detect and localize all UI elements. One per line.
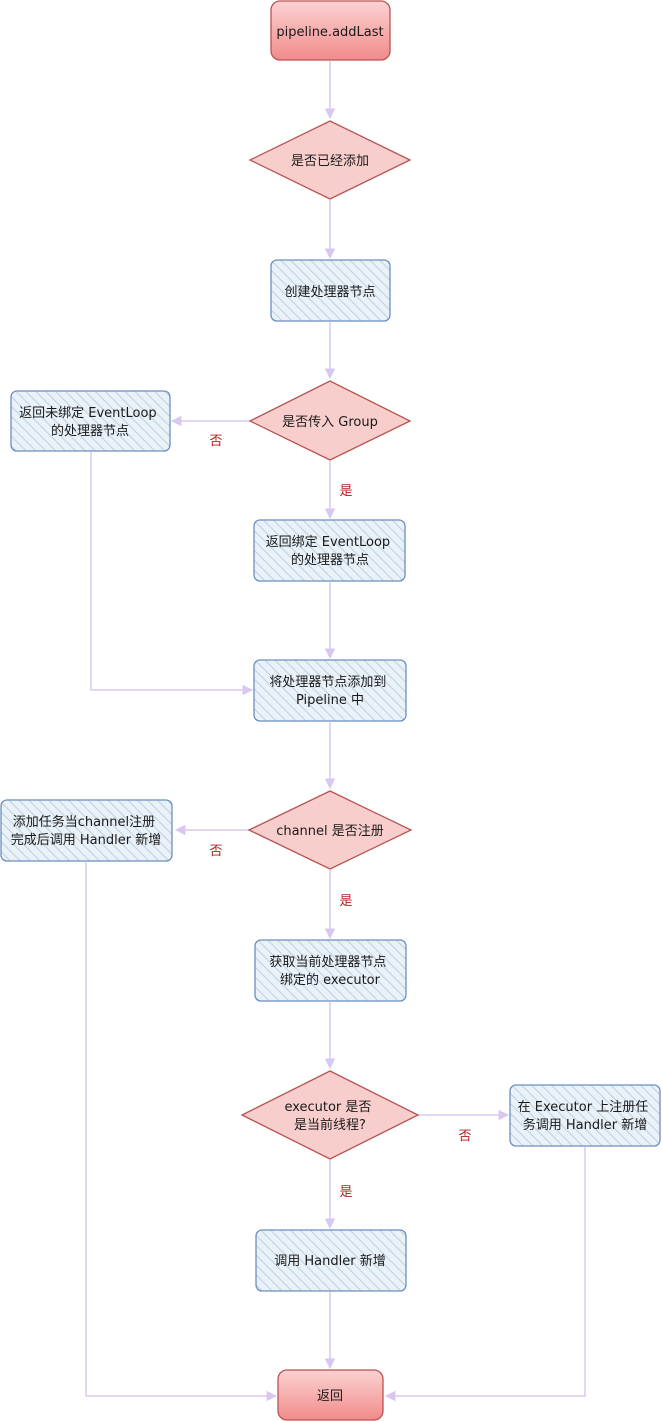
node-start-line: pipeline.addLast [276, 25, 383, 40]
node-get-executor-line-2: 绑定的 executor [280, 972, 381, 988]
node-end-line: 返回 [317, 1389, 343, 1404]
svg-text:channel 是否注册: channel 是否注册 [276, 824, 384, 839]
node-register-on-executor-line-2: 务调用 Handler 新增 [523, 1117, 647, 1133]
node-channel-registered: channel 是否注册 [247, 790, 413, 870]
edge-label-channel-yes: 是 [339, 894, 352, 909]
edge-label-group-no: 否 [209, 434, 222, 449]
node-return-bound: 返回绑定 EventLoop 的处理器节点 [253, 519, 406, 582]
svg-text:创建处理器节点: 创建处理器节点 [284, 285, 375, 300]
node-end: 返回 [277, 1369, 384, 1421]
node-register-on-executor: 在 Executor 上注册任 务调用 Handler 新增 [509, 1084, 661, 1147]
edge-add-task-to-end [85, 862, 278, 1402]
node-add-task-line-1: 添加任务当channel注册 [13, 814, 155, 830]
node-add-to-pipeline: 将处理器节点添加到 Pipeline 中 [253, 659, 407, 722]
node-is-current-thread-line-1: executor 是否 [284, 1100, 371, 1115]
svg-text:executor 是否 是当前线程?: executor 是否 是当前线程? [284, 1100, 375, 1133]
node-add-task: 添加任务当channel注册 完成后调用 Handler 新增 [0, 799, 173, 862]
svg-text:获取当前处理器节点 绑定的 executor: 获取当前处理器节点 绑定的 executor [269, 954, 390, 988]
node-register-on-executor-line-1: 在 Executor 上注册任 [518, 1100, 649, 1115]
svg-text:添加任务当channel注册 完成后调用 Han: 添加任务当channel注册 完成后调用 Handler 新增 [11, 814, 161, 848]
edge-label-channel-no: 否 [209, 844, 222, 859]
node-return-bound-line-1: 返回绑定 EventLoop [266, 535, 391, 550]
node-group-passed-line: 是否传入 Group [282, 415, 378, 430]
node-get-executor-line-1: 获取当前处理器节点 [269, 954, 386, 970]
node-return-unbound: 返回未绑定 EventLoop 的处理器节点 [10, 390, 171, 452]
svg-text:返回未绑定 EventLoop 的处理器节点: 返回未绑定 EventLoop 的处理器节点 [19, 406, 161, 439]
svg-text:是否传入 Group: 是否传入 Group [282, 415, 378, 430]
edge-label-group-yes: 是 [339, 484, 352, 499]
node-group-passed: 是否传入 Group [248, 380, 412, 461]
svg-text:在 Executor 上注册任 务调用 Hand: 在 Executor 上注册任 务调用 Handler 新增 [518, 1100, 653, 1133]
node-add-to-pipeline-line-1: 将处理器节点添加到 [269, 675, 386, 690]
node-is-current-thread-line-2: 是当前线程? [294, 1117, 366, 1133]
node-return-unbound-line-2: 的处理器节点 [51, 423, 129, 439]
edge-register-to-end [384, 1147, 586, 1402]
svg-text:调用 Handler 新增: 调用 Handler 新增 [274, 1253, 385, 1269]
node-call-handler-added-line: 调用 Handler 新增 [274, 1253, 385, 1269]
edges [85, 61, 586, 1402]
node-call-handler-added: 调用 Handler 新增 [255, 1229, 407, 1292]
edge-label-thread-yes: 是 [339, 1185, 352, 1200]
node-check-added: 是否已经添加 [248, 120, 412, 200]
node-create-node: 创建处理器节点 [270, 259, 391, 322]
node-return-bound-line-2: 的处理器节点 [291, 552, 369, 568]
node-is-current-thread: executor 是否 是当前线程? [240, 1070, 420, 1160]
node-start: pipeline.addLast [270, 0, 391, 61]
svg-text:将处理器节点添加到 Pipeline 中: 将处理器节点添加到 Pipeline 中 [269, 675, 390, 708]
node-get-executor: 获取当前处理器节点 绑定的 executor [254, 939, 407, 1002]
svg-text:pipeline.addLast: pipeline.addLast [276, 25, 383, 40]
node-channel-registered-line: channel 是否注册 [276, 824, 384, 839]
node-check-added-line: 是否已经添加 [291, 154, 369, 169]
svg-text:返回: 返回 [317, 1389, 343, 1404]
edge-unbound-to-pipeline [90, 452, 254, 696]
node-add-to-pipeline-line-2: Pipeline 中 [296, 693, 364, 708]
svg-text:是否已经添加: 是否已经添加 [291, 154, 369, 169]
node-create-node-line: 创建处理器节点 [284, 285, 375, 300]
edge-labels: 否 是 否 是 否 是 [209, 434, 471, 1200]
node-add-task-line-2: 完成后调用 Handler 新增 [11, 832, 161, 848]
node-return-unbound-line-1: 返回未绑定 EventLoop [19, 406, 157, 421]
svg-text:返回绑定 EventLoop 的处理器节点: 返回绑定 EventLoop 的处理器节点 [266, 535, 395, 568]
edge-label-thread-no: 否 [458, 1129, 471, 1144]
